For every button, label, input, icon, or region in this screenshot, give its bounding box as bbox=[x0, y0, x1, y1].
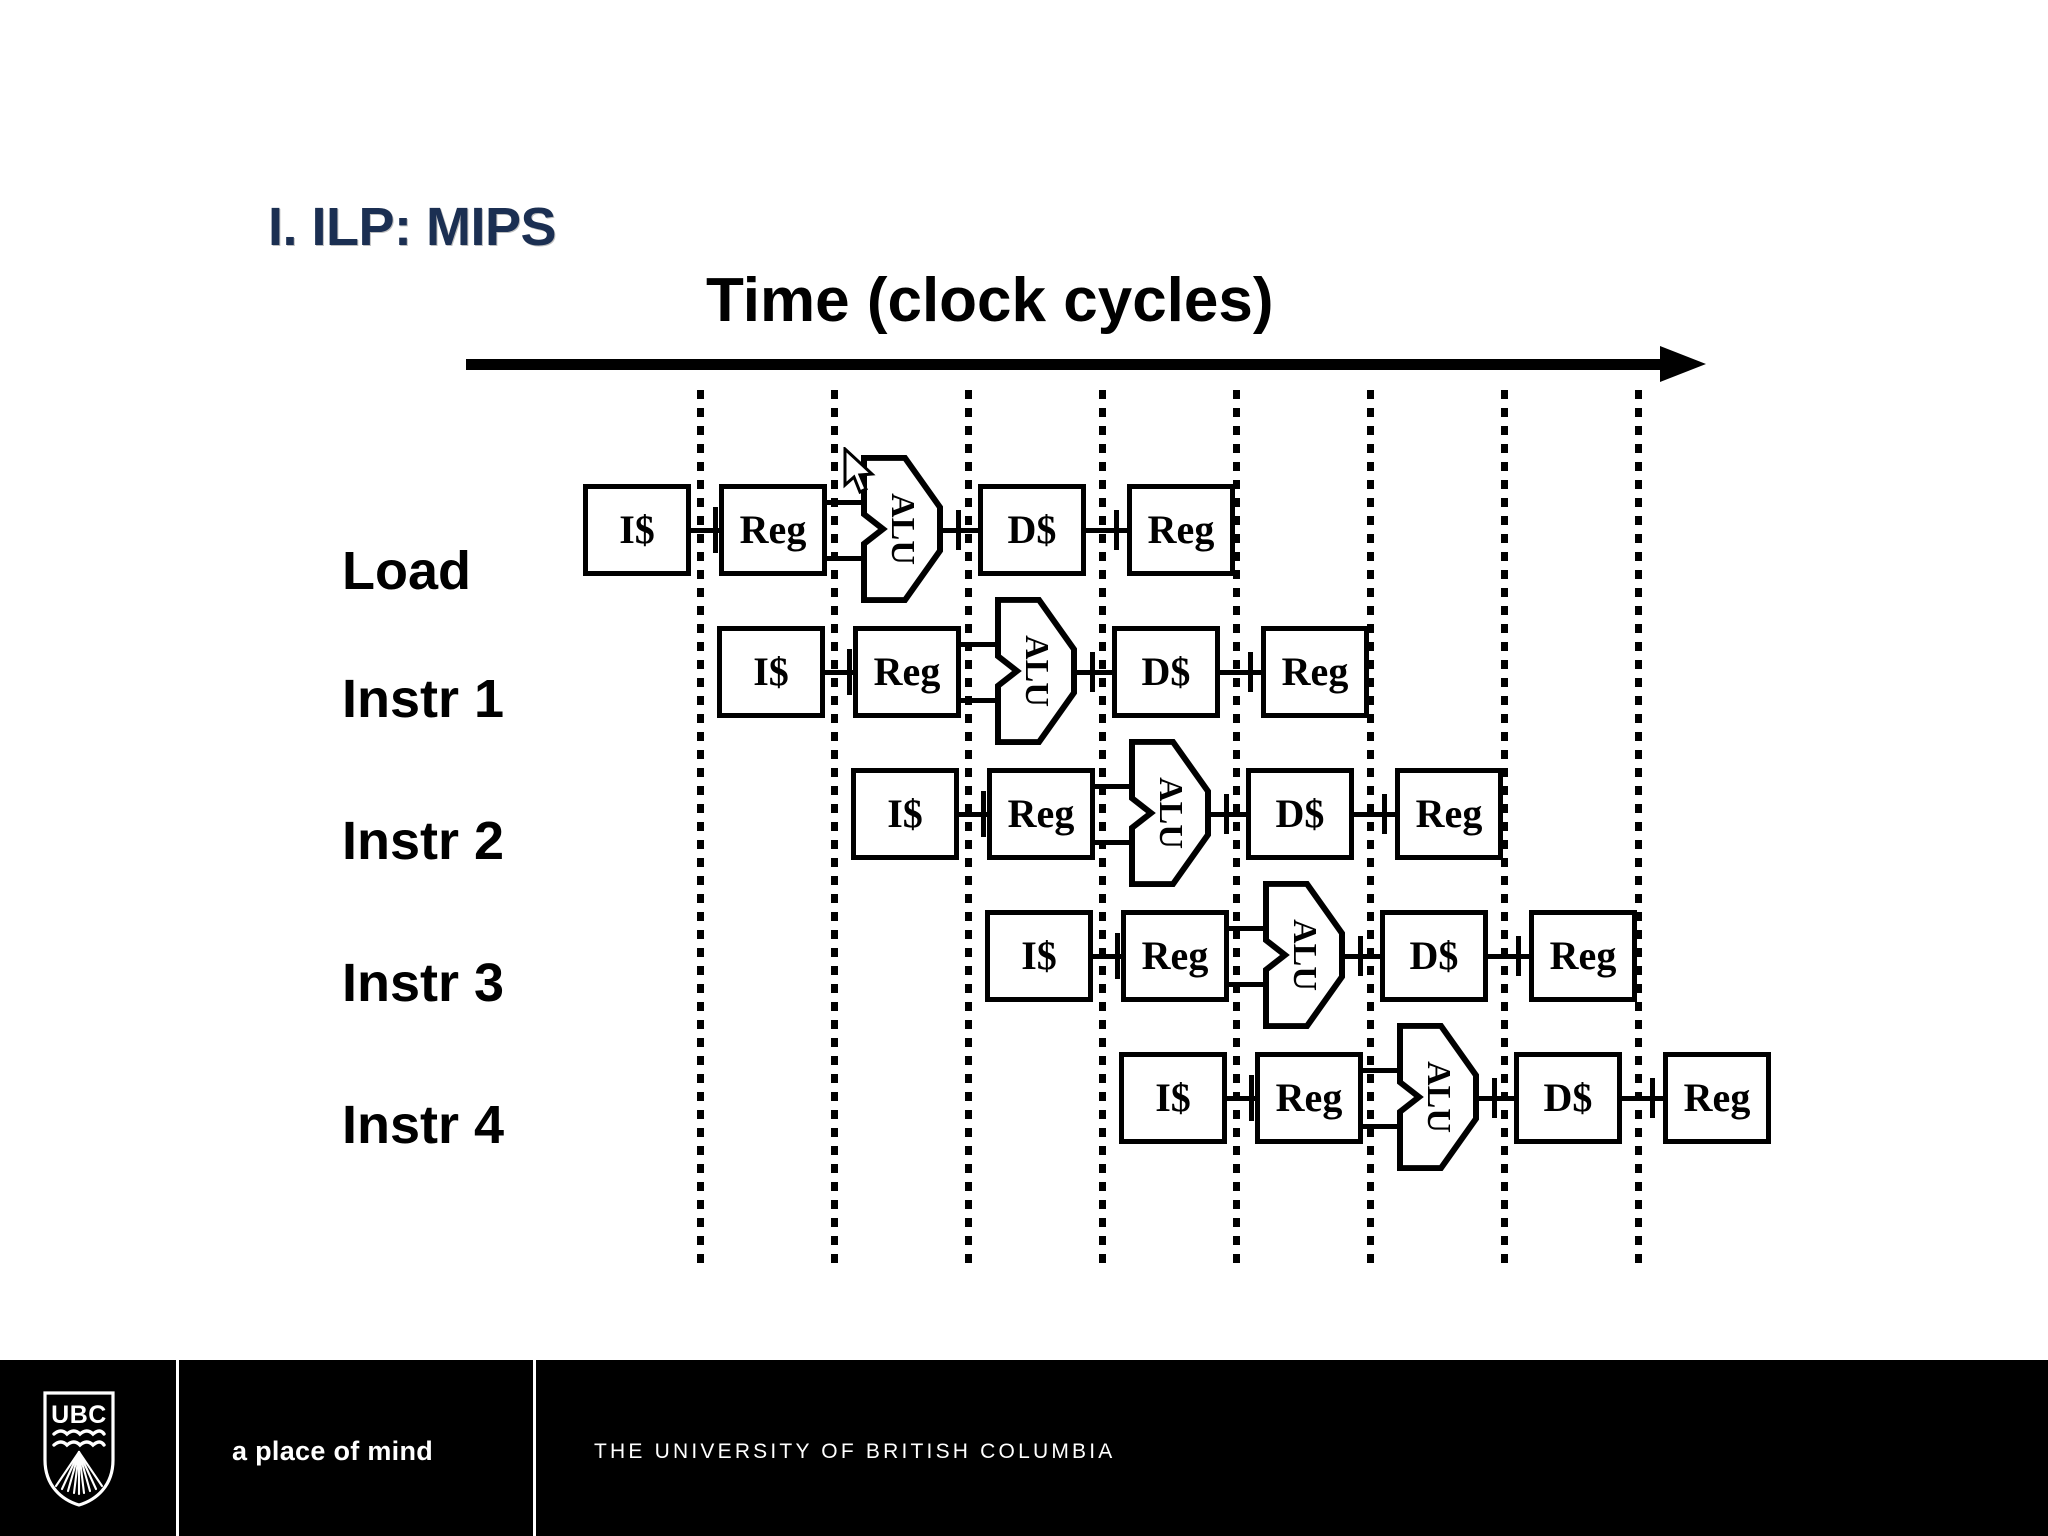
stage-icache: I$ bbox=[583, 484, 691, 576]
stage-tick bbox=[1114, 510, 1119, 550]
stage-connector bbox=[959, 812, 987, 817]
stage-connector bbox=[1229, 982, 1267, 987]
stage-connector bbox=[1363, 1068, 1401, 1073]
stage-tick bbox=[1249, 1075, 1254, 1121]
stage-tick bbox=[847, 649, 852, 695]
stage-connector bbox=[827, 556, 865, 561]
cycle-separator-3 bbox=[965, 390, 972, 1272]
stage-connector bbox=[1095, 840, 1133, 845]
stage-writeback-reg: Reg bbox=[1261, 626, 1369, 718]
stage-connector bbox=[1093, 954, 1121, 959]
stage-connector bbox=[961, 698, 999, 703]
footer-tagline: a place of mind bbox=[232, 1436, 434, 1466]
stage-connector bbox=[1229, 926, 1267, 931]
stage-alu: ALU bbox=[995, 597, 1077, 745]
stage-dcache: D$ bbox=[1112, 626, 1220, 718]
stage-regfile: Reg bbox=[1121, 910, 1229, 1002]
cycle-separator-4 bbox=[1099, 390, 1106, 1272]
stage-connector bbox=[827, 500, 865, 505]
stage-dcache: D$ bbox=[978, 484, 1086, 576]
time-axis-label: Time (clock cycles) bbox=[706, 266, 1274, 335]
stage-alu: ALU bbox=[1263, 881, 1345, 1029]
stage-regfile: Reg bbox=[1255, 1052, 1363, 1144]
stage-tick bbox=[981, 791, 986, 837]
svg-text:UBC: UBC bbox=[51, 1401, 107, 1429]
stage-dcache: D$ bbox=[1380, 910, 1488, 1002]
stage-connector bbox=[1622, 1096, 1663, 1101]
stage-tick bbox=[1492, 1078, 1497, 1118]
stage-connector bbox=[1354, 812, 1395, 817]
cycle-separator-6 bbox=[1367, 390, 1374, 1272]
row-label-instr-1: Instr 1 bbox=[342, 669, 505, 729]
stage-alu: ALU bbox=[861, 455, 943, 603]
stage-dcache: D$ bbox=[1246, 768, 1354, 860]
stage-connector bbox=[1095, 784, 1133, 789]
stage-tick bbox=[1115, 933, 1120, 979]
stage-connector bbox=[825, 670, 853, 675]
stage-regfile: Reg bbox=[987, 768, 1095, 860]
stage-icache: I$ bbox=[1119, 1052, 1227, 1144]
stage-writeback-reg: Reg bbox=[1529, 910, 1637, 1002]
stage-tick bbox=[1248, 652, 1253, 692]
stage-alu: ALU bbox=[1397, 1023, 1479, 1171]
stage-tick bbox=[1090, 652, 1095, 692]
stage-connector bbox=[1363, 1124, 1401, 1129]
stage-regfile: Reg bbox=[853, 626, 961, 718]
stage-writeback-reg: Reg bbox=[1127, 484, 1235, 576]
stage-writeback-reg: Reg bbox=[1395, 768, 1503, 860]
page-title: I. ILP: MIPS bbox=[268, 197, 557, 257]
stage-icache: I$ bbox=[985, 910, 1093, 1002]
footer-bar: UBC a place of mind THE UNIVERSITY OF BR… bbox=[0, 1360, 2048, 1536]
row-label-instr-3: Instr 3 bbox=[342, 953, 505, 1013]
cycle-separator-1 bbox=[697, 390, 704, 1272]
row-label-instr-4: Instr 4 bbox=[342, 1095, 505, 1155]
stage-tick bbox=[713, 507, 718, 553]
ubc-shield-logo: UBC bbox=[42, 1390, 116, 1508]
stage-icache: I$ bbox=[851, 768, 959, 860]
row-label-instr-2: Instr 2 bbox=[342, 811, 505, 871]
footer-divider-2 bbox=[533, 1360, 536, 1536]
stage-tick bbox=[1224, 794, 1229, 834]
stage-regfile: Reg bbox=[719, 484, 827, 576]
stage-alu: ALU bbox=[1129, 739, 1211, 887]
footer-divider-1 bbox=[176, 1360, 179, 1536]
cycle-separator-7 bbox=[1501, 390, 1508, 1272]
stage-tick bbox=[1358, 936, 1363, 976]
stage-connector bbox=[1220, 670, 1261, 675]
time-axis-arrow-shaft bbox=[466, 359, 1661, 370]
cycle-separator-2 bbox=[831, 390, 838, 1272]
stage-connector bbox=[1488, 954, 1529, 959]
time-axis-arrow-head bbox=[1660, 346, 1706, 382]
stage-tick bbox=[1516, 936, 1521, 976]
time-axis-arrow bbox=[466, 346, 1706, 382]
stage-connector bbox=[1086, 528, 1127, 533]
stage-writeback-reg: Reg bbox=[1663, 1052, 1771, 1144]
row-label-load: Load bbox=[342, 541, 471, 601]
stage-connector bbox=[691, 528, 719, 533]
footer-university-name: THE UNIVERSITY OF BRITISH COLUMBIA bbox=[594, 1440, 1116, 1463]
cycle-separator-8 bbox=[1635, 390, 1642, 1272]
stage-icache: I$ bbox=[717, 626, 825, 718]
stage-tick bbox=[956, 510, 961, 550]
stage-connector bbox=[961, 642, 999, 647]
stage-tick bbox=[1382, 794, 1387, 834]
stage-connector bbox=[1227, 1096, 1255, 1101]
stage-dcache: D$ bbox=[1514, 1052, 1622, 1144]
cycle-separator-5 bbox=[1233, 390, 1240, 1272]
stage-tick bbox=[1650, 1078, 1655, 1118]
